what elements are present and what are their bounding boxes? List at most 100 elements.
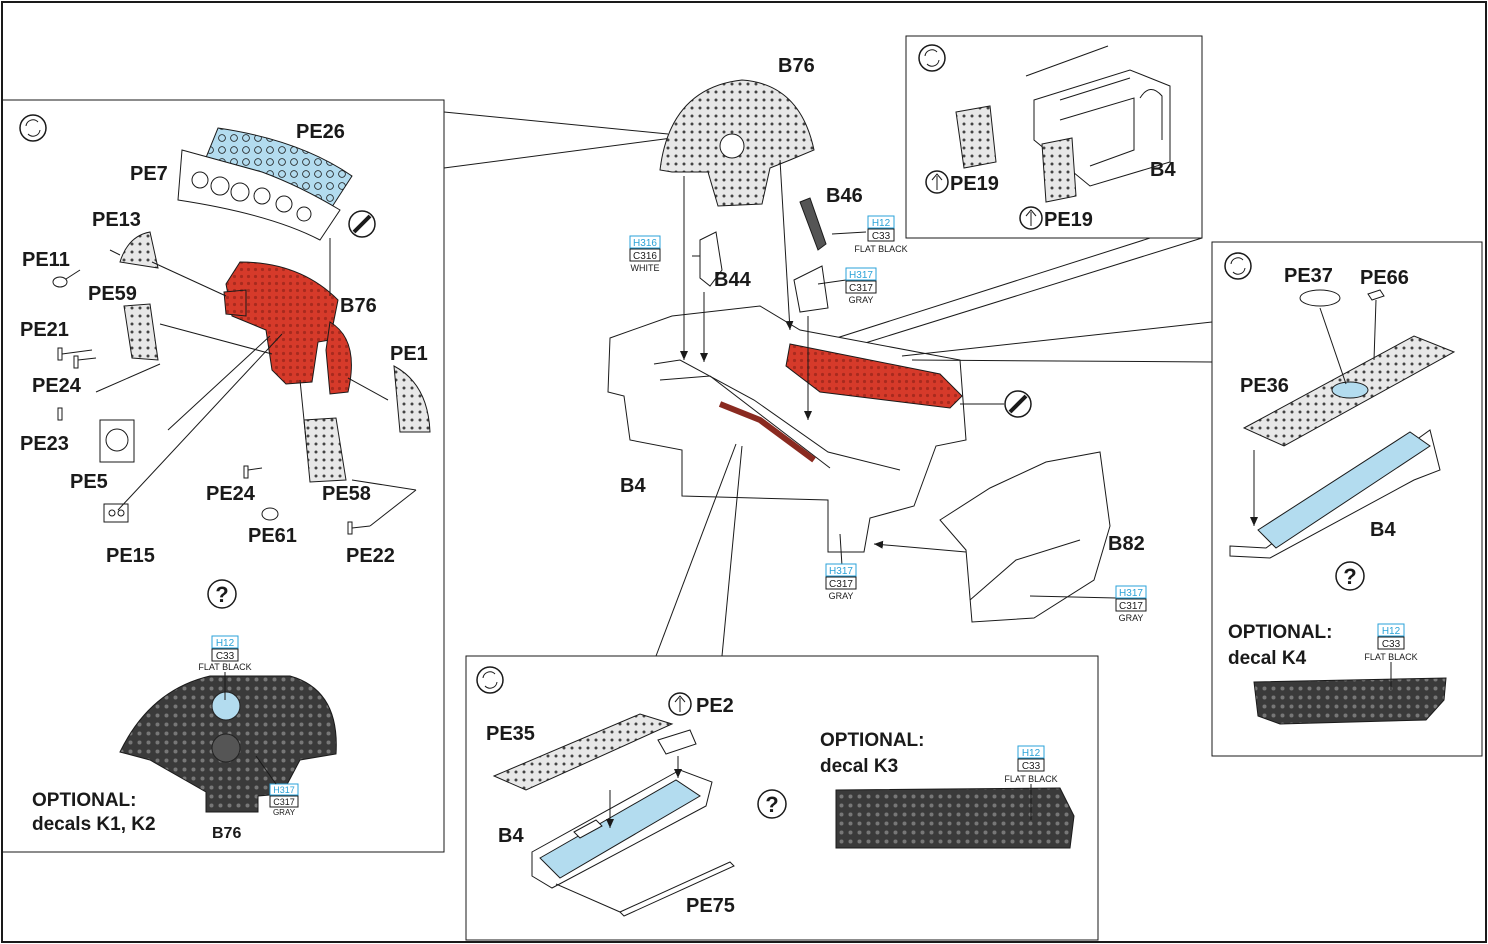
bend-up-icon [1019, 206, 1043, 230]
label-pe36: PE36 [1240, 375, 1289, 397]
svg-text:C317: C317 [849, 283, 873, 294]
pe2-part [657, 729, 697, 755]
label-b82: B82 [1108, 533, 1145, 555]
rotate-icon [19, 114, 47, 142]
svg-text:C33: C33 [1382, 639, 1401, 650]
b4-red-console [785, 343, 963, 409]
decal-k4-preview [1253, 677, 1447, 725]
pe75-part [619, 861, 735, 917]
svg-text:H317: H317 [849, 270, 873, 281]
svg-text:H317: H317 [1119, 588, 1143, 599]
pe15-part [103, 503, 129, 523]
part-labels: B76 B44 B46 B4 B82 PE26 PE7 PE13 PE11 PE… [20, 55, 1409, 917]
svg-text:H12: H12 [1382, 626, 1401, 637]
glue-icon [1004, 390, 1032, 418]
color-code-flat-black-left: H12 C33 FLAT BLACK [198, 635, 252, 700]
pe13-part [119, 231, 159, 269]
label-pe19-a: PE19 [950, 173, 999, 195]
label-pe59: PE59 [88, 283, 137, 305]
optional-bottom-line2: decal K3 [820, 756, 898, 777]
bend-up-icon [668, 692, 692, 716]
question-icon: ? [757, 789, 787, 819]
label-pe35: PE35 [486, 723, 535, 745]
color-code-gray-b4: H317 C317 GRAY [825, 563, 857, 601]
svg-text:FLAT BLACK: FLAT BLACK [1364, 652, 1417, 662]
svg-text:GRAY: GRAY [849, 295, 874, 305]
svg-text:GRAY: GRAY [829, 591, 854, 601]
color-code-white: H316 C316 WHITE [629, 235, 661, 273]
color-code-gray-b46: H317 C317 GRAY [845, 267, 877, 305]
b44-part [699, 231, 723, 287]
label-pe58: PE58 [322, 483, 371, 505]
label-pe22: PE22 [346, 545, 395, 567]
svg-text:H12: H12 [216, 638, 235, 649]
optional-left-line1: OPTIONAL: [32, 790, 137, 811]
b46-part [793, 197, 829, 313]
color-code-flat-black-right: H12 C33 FLAT BLACK [1364, 623, 1418, 690]
pe35-part [492, 713, 674, 791]
svg-text:WHITE: WHITE [631, 263, 660, 273]
color-code-flat-black-bottom: H12 C33 FLAT BLACK [1004, 745, 1058, 820]
label-pe5: PE5 [70, 471, 108, 493]
svg-text:H12: H12 [1022, 748, 1041, 759]
svg-text:C33: C33 [216, 651, 235, 662]
svg-text:GRAY: GRAY [1119, 613, 1144, 623]
optional-notes: OPTIONAL: decals K1, K2 OPTIONAL: decal … [32, 622, 1333, 835]
label-pe26: PE26 [296, 121, 345, 143]
main-assembly [607, 79, 1213, 657]
label-pe24-b: PE24 [206, 483, 256, 505]
pe1-part [393, 365, 431, 433]
svg-text:GRAY: GRAY [273, 808, 296, 817]
svg-text:FLAT BLACK: FLAT BLACK [198, 662, 251, 672]
label-b76-bottom: B76 [212, 825, 241, 842]
decal-k3-preview [835, 787, 1075, 849]
svg-text:C316: C316 [633, 251, 657, 262]
label-pe11: PE11 [22, 249, 70, 271]
svg-text:?: ? [1343, 564, 1356, 589]
pe66-part [1367, 289, 1385, 301]
label-pe21: PE21 [20, 319, 69, 341]
pin-parts [57, 347, 371, 535]
color-code-flat-black-b46: H12 C33 FLAT BLACK [854, 215, 908, 254]
bend-up-icon [925, 170, 949, 194]
pe37-part [1299, 289, 1341, 307]
bottom-detail-panel: ? [465, 655, 1099, 941]
svg-text:?: ? [765, 792, 778, 817]
glue-icon [348, 210, 376, 238]
label-b4-bottom: B4 [498, 825, 524, 847]
label-b76-left: B76 [340, 295, 377, 317]
label-pe66: PE66 [1360, 267, 1409, 289]
label-pe75: PE75 [686, 895, 735, 917]
rotate-icon [1224, 252, 1252, 280]
svg-text:H316: H316 [633, 238, 657, 249]
svg-text:C33: C33 [1022, 761, 1041, 772]
svg-text:H317: H317 [273, 785, 295, 795]
optional-right-line1: OPTIONAL: [1228, 622, 1333, 643]
label-b76-top: B76 [778, 55, 815, 77]
svg-text:H12: H12 [872, 218, 891, 229]
optional-right-line2: decal K4 [1228, 648, 1307, 669]
b76-red-part [225, 261, 339, 385]
label-pe1: PE1 [390, 343, 428, 365]
pe7-part [177, 149, 341, 241]
left-detail-panel: ? [2, 99, 673, 853]
svg-text:C317: C317 [829, 579, 853, 590]
rotate-icon [918, 44, 946, 72]
svg-text:C33: C33 [872, 231, 891, 242]
rotate-icon [476, 666, 504, 694]
svg-text:FLAT BLACK: FLAT BLACK [1004, 774, 1057, 784]
svg-text:C317: C317 [273, 797, 295, 807]
svg-text:H317: H317 [829, 566, 853, 577]
label-pe61: PE61 [248, 525, 297, 547]
b82-part [939, 451, 1111, 623]
question-icon: ? [1335, 561, 1365, 591]
label-pe13: PE13 [92, 209, 141, 231]
label-pe2: PE2 [696, 695, 734, 717]
label-b44: B44 [714, 269, 752, 291]
svg-text:FLAT BLACK: FLAT BLACK [854, 244, 907, 254]
color-code-gray-left: H317 C317 GRAY [255, 755, 299, 817]
optional-left-line2: decals K1, K2 [32, 814, 156, 835]
svg-text:?: ? [215, 582, 228, 607]
label-pe24-a: PE24 [32, 375, 82, 397]
